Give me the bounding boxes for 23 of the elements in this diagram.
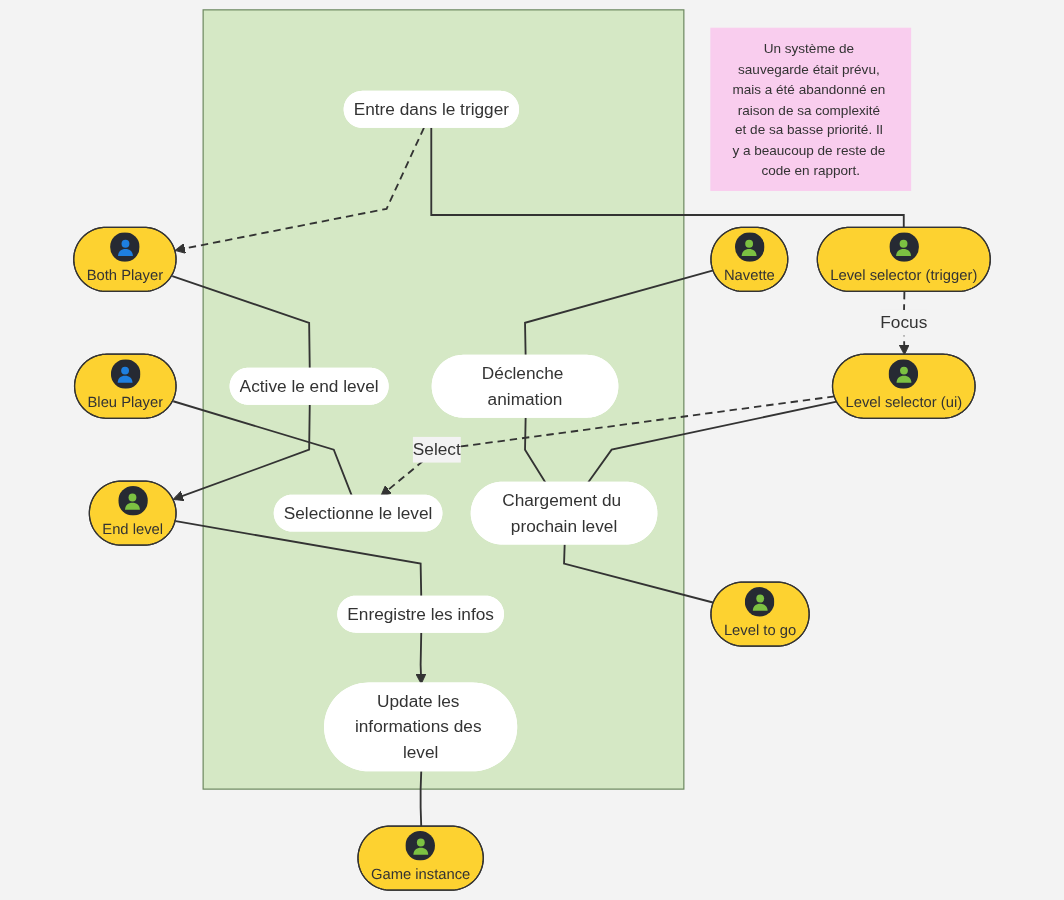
connector bbox=[174, 520, 423, 598]
use-case-oval: Selectionne le level bbox=[273, 494, 443, 532]
connector bbox=[430, 126, 905, 229]
connector bbox=[563, 543, 715, 604]
use-case-oval: Update les informations des level bbox=[324, 682, 518, 772]
use-case-oval: Déclenche animation bbox=[431, 354, 619, 418]
use-case-oval: Entre dans le trigger bbox=[343, 90, 519, 128]
connector bbox=[586, 400, 838, 484]
connector bbox=[171, 275, 311, 370]
connector bbox=[419, 770, 423, 828]
use-case-oval: Active le end level bbox=[229, 367, 389, 405]
connector bbox=[524, 416, 547, 484]
connector bbox=[415, 631, 427, 685]
edge-label: Focus bbox=[880, 309, 928, 336]
connector bbox=[172, 400, 353, 497]
edge-label: Select bbox=[412, 436, 461, 463]
connector bbox=[174, 126, 425, 254]
use-case-oval: Enregistre les infos bbox=[337, 595, 504, 633]
connector bbox=[380, 395, 836, 497]
connector bbox=[172, 403, 311, 502]
use-case-oval: Chargement du prochain level bbox=[470, 481, 658, 545]
connector bbox=[524, 269, 715, 357]
connector bbox=[898, 291, 910, 356]
